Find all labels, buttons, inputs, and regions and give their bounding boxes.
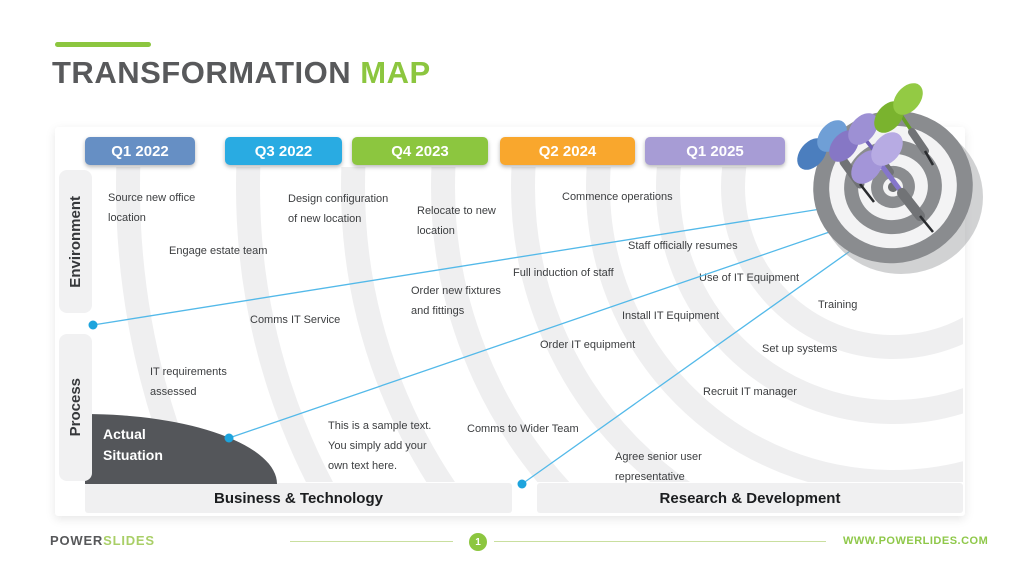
page-number-badge: 1 (469, 533, 487, 551)
brand-primary: POWER (50, 533, 104, 548)
website-link: WWW.POWERLIDES.COM (843, 535, 989, 547)
brand-logo: POWERSLIDES (50, 533, 155, 548)
milestone-label: Comms IT Service (250, 314, 341, 326)
milestone-label: Recruit IT manager (703, 386, 797, 398)
footer-divider-right (494, 541, 826, 542)
row-label-text: Process (67, 378, 84, 437)
row-label-text: Environment (67, 195, 84, 288)
timeline-header-q1-2022: Q1 2022 (85, 137, 195, 165)
milestone-label: Comms to Wider Team (467, 423, 579, 435)
milestone-label: IT requirements assessed (150, 366, 227, 398)
band-research-development: Research & Development (537, 483, 963, 513)
title-accent-bar (55, 42, 151, 47)
title-accent: MAP (360, 55, 431, 90)
timeline-header-q2-2024: Q2 2024 (500, 137, 635, 165)
page-title: TRANSFORMATION MAP (52, 55, 431, 91)
milestone-label: Order new fixtures and fittings (411, 285, 501, 317)
milestone-label: This is a sample text. You simply add yo… (328, 420, 432, 472)
milestone-label: Agree senior user representative (615, 451, 702, 483)
milestone-label: Design configuration of new location (288, 193, 389, 225)
milestone-label: Engage estate team (169, 245, 268, 257)
row-label-environment: Environment (59, 170, 92, 313)
milestone-label: Training (818, 299, 858, 311)
milestone-label: Install IT Equipment (622, 310, 720, 322)
milestone-label: Relocate to new location (417, 205, 496, 237)
row-label-process: Process (59, 334, 92, 481)
milestone-label: Source new office location (108, 192, 196, 224)
brand-accent: SLIDES (103, 533, 155, 548)
milestone-label: Commence operations (562, 191, 673, 203)
milestone-label: Use of IT Equipment (699, 272, 800, 284)
milestone-label: Set up systems (762, 343, 838, 355)
title-primary: TRANSFORMATION (52, 55, 352, 90)
timeline-header-q1-2025: Q1 2025 (645, 137, 785, 165)
milestone-label: Order IT equipment (540, 339, 636, 351)
timeline-header-q3-2022: Q3 2022 (225, 137, 342, 165)
milestone-label: Staff officially resumes (628, 240, 738, 252)
actual-situation-label: Actual Situation (103, 426, 163, 463)
band-business-technology: Business & Technology (85, 483, 512, 513)
milestone-label: Full induction of staff (513, 267, 614, 279)
footer-divider-left (290, 541, 453, 542)
timeline-header-q4-2023: Q4 2023 (352, 137, 488, 165)
